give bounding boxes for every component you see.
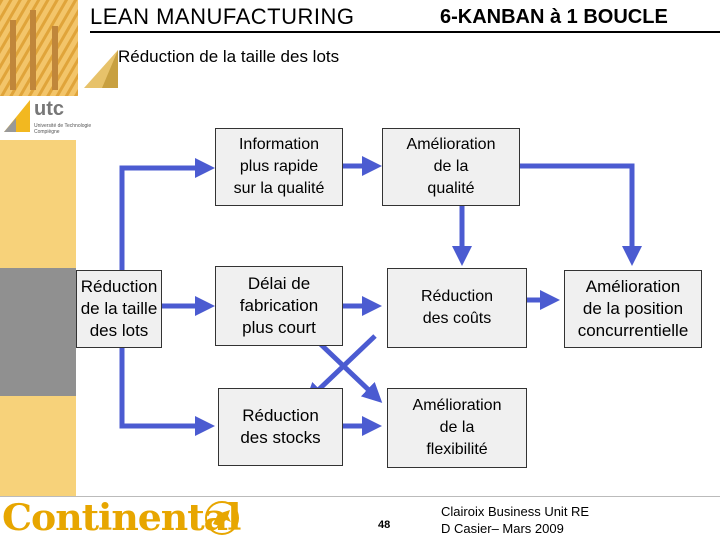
arrow-lots-to-stocks [119,348,215,436]
box-amelioration-position: Amélioration de la position concurrentie… [564,270,702,348]
subtitle-triangle-decoration [84,50,118,88]
box-information-qualite: Information plus rapide sur la qualité [215,128,343,206]
utc-logo-icon [4,100,30,132]
utc-logo-subtext: Université de Technologie Compiègne [34,123,92,135]
box-reduction-stocks: Réduction des stocks [218,388,343,466]
box-amelioration-flexibilite: Amélioration de la flexibilité [387,388,527,468]
footer-credits: Clairoix Business Unit RE D Casier– Mars… [441,504,590,536]
arrow-lots-to-info [119,158,215,270]
box-amelioration-qualite: Amélioration de la qualité [382,128,520,206]
subtitle: Réduction de la taille des lots [118,47,340,66]
page-number: 48 [378,519,391,531]
sidebar-orange-block-2 [0,396,76,496]
sidebar-gray-block [0,268,76,396]
continental-logo: Continental [2,497,241,539]
continental-horse-icon [205,501,239,535]
sidebar-factory-image [0,0,78,96]
header-right-title: 6-KANBAN à 1 BOUCLE [440,6,668,28]
box-reduction-couts: Réduction des coûts [387,268,527,348]
sidebar-utc-area [0,96,76,140]
arrow-qualite-to-position [520,163,642,266]
box-reduction-taille-lots: Réduction de la taille des lots [76,270,162,348]
footer-divider [0,496,720,497]
cross-connector-delai-stocks [304,334,383,403]
box-delai-fabrication: Délai de fabrication plus court [215,266,343,346]
header-left-title: LEAN MANUFACTURING [90,4,355,29]
header-divider [90,31,720,33]
utc-logo-text: utc [34,98,64,120]
sidebar-orange-block-1 [0,140,76,268]
